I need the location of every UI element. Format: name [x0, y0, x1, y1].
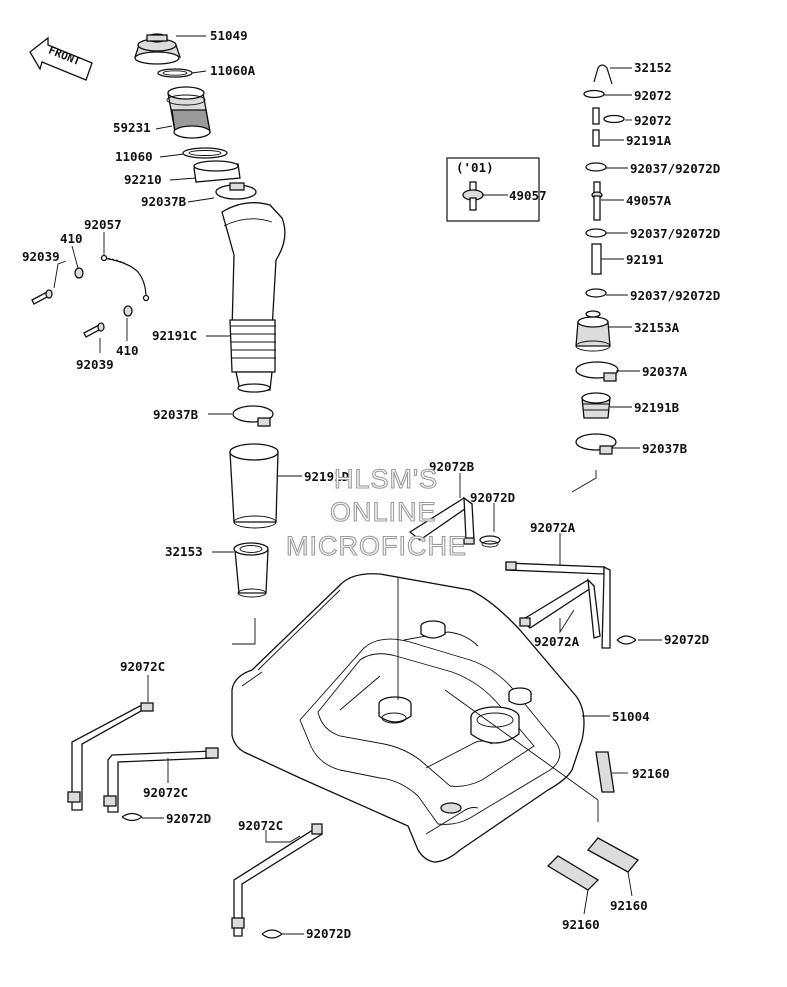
- label-92072-second[interactable]: 92072: [634, 113, 672, 128]
- vent-clip-2-part[interactable]: [603, 114, 625, 124]
- label-11060A[interactable]: 11060A: [210, 63, 256, 78]
- label-92037B-mid[interactable]: 92037B: [153, 407, 199, 422]
- label-32153A[interactable]: 32153A: [634, 320, 680, 335]
- label-92039-top[interactable]: 92039: [22, 249, 60, 264]
- watermark: HLSM'S ONLINE MICROFICHE: [285, 463, 467, 561]
- pad-bottom-right-part[interactable]: [586, 837, 640, 873]
- label-92072D-left[interactable]: 92072D: [166, 811, 211, 826]
- label-51049[interactable]: 51049: [210, 28, 248, 43]
- label-92072D-center[interactable]: 92072D: [470, 490, 515, 505]
- label-92037-92072D-third[interactable]: 92037/92072D: [630, 288, 720, 303]
- label-92072D-bottom[interactable]: 92072D: [306, 926, 351, 941]
- label-92037-92072D-second[interactable]: 92037/92072D: [630, 226, 720, 241]
- watermark-line-2: ONLINE: [330, 497, 437, 527]
- vent-filter-part[interactable]: [575, 310, 611, 352]
- variant-box-label: ('01): [456, 160, 494, 175]
- vent-clip-4-part[interactable]: [585, 228, 607, 238]
- label-59231[interactable]: 59231: [113, 120, 151, 135]
- neck-gasket-part[interactable]: [182, 147, 228, 159]
- vent-clip-1-part[interactable]: [583, 89, 605, 99]
- label-92072C-second[interactable]: 92072C: [143, 785, 188, 800]
- variant-box: [446, 157, 540, 222]
- upper-clamp-part[interactable]: [215, 182, 257, 200]
- label-92160-right[interactable]: 92160: [632, 766, 670, 781]
- label-92037-92072D-first[interactable]: 92037/92072D: [630, 161, 720, 176]
- fuel-cap-part[interactable]: [134, 33, 181, 65]
- screw-bottom-part[interactable]: [83, 322, 105, 338]
- vent-leader-line: [571, 470, 597, 493]
- screw-top-part[interactable]: [31, 289, 53, 305]
- strap-92072C-2-part[interactable]: [103, 747, 219, 813]
- clip-center-part[interactable]: [479, 535, 501, 548]
- strap-92072B-part[interactable]: [408, 496, 475, 545]
- strap-92072C-1-part[interactable]: [67, 702, 154, 811]
- pad-bottom-left-part[interactable]: [546, 855, 600, 891]
- label-92072A-top[interactable]: 92072A: [530, 520, 576, 535]
- label-11060[interactable]: 11060: [115, 149, 153, 164]
- vent-clip-5-part[interactable]: [585, 288, 607, 298]
- label-92072D-right[interactable]: 92072D: [664, 632, 709, 647]
- label-92160-bottom-left[interactable]: 92160: [562, 917, 600, 932]
- filler-neck-part[interactable]: [166, 86, 211, 139]
- vent-grommet-part[interactable]: [581, 392, 611, 419]
- part-labels: 51049 11060A 59231 11060 92210 92037B 92…: [22, 28, 720, 941]
- label-92191B[interactable]: 92191B: [634, 400, 680, 415]
- watermark-line-1: HLSM'S: [334, 464, 438, 494]
- pad-right-part[interactable]: [595, 751, 615, 793]
- label-92191[interactable]: 92191: [626, 252, 664, 267]
- label-92160-bottom-right[interactable]: 92160: [610, 898, 648, 913]
- label-92037A[interactable]: 92037A: [642, 364, 688, 379]
- vent-tube-short-part[interactable]: [592, 129, 600, 147]
- leader-lines: [53, 35, 662, 935]
- neck-nut-part[interactable]: [193, 160, 241, 183]
- hose-sleeve-part[interactable]: [229, 443, 279, 529]
- breather-hook-part[interactable]: [593, 64, 613, 85]
- washer-top-part[interactable]: [74, 267, 84, 279]
- strap-92072A-upper-part[interactable]: [505, 561, 611, 649]
- cap-o-ring-part[interactable]: [157, 68, 193, 78]
- clip-bottom-part[interactable]: [261, 929, 283, 939]
- vent-valve-variant-part[interactable]: [462, 181, 484, 211]
- label-49057A[interactable]: 49057A: [626, 193, 672, 208]
- label-92072-first[interactable]: 92072: [634, 88, 672, 103]
- vent-clamp-upper-part[interactable]: [575, 361, 619, 382]
- label-92191A[interactable]: 92191A: [626, 133, 672, 148]
- label-410-top[interactable]: 410: [60, 231, 83, 246]
- vent-tube-part[interactable]: [591, 243, 602, 275]
- fuel-tank-part[interactable]: [231, 573, 599, 863]
- filler-hose-part[interactable]: [221, 202, 286, 393]
- washer-bottom-part[interactable]: [123, 305, 133, 317]
- label-410-bottom[interactable]: 410: [116, 343, 139, 358]
- label-92191D[interactable]: 92191D: [304, 469, 349, 484]
- label-32153[interactable]: 32153: [165, 544, 203, 559]
- vent-clip-3-part[interactable]: [585, 162, 607, 172]
- mid-clamp-part[interactable]: [232, 405, 274, 427]
- label-92210[interactable]: 92210: [124, 172, 162, 187]
- check-valve-part[interactable]: [591, 181, 603, 221]
- label-92072C-first[interactable]: 92072C: [120, 659, 165, 674]
- strap-92072C-3-part[interactable]: [231, 823, 324, 937]
- label-92057[interactable]: 92057: [84, 217, 122, 232]
- watermark-line-3: MICROFICHE: [286, 531, 467, 561]
- clip-right-part[interactable]: [616, 635, 637, 645]
- clip-left-part[interactable]: [121, 812, 143, 822]
- label-92191C[interactable]: 92191C: [152, 328, 197, 343]
- fuel-pipe-part[interactable]: [233, 542, 269, 598]
- ground-strap-part[interactable]: [100, 254, 150, 302]
- label-51004[interactable]: 51004: [612, 709, 650, 724]
- label-92072A-bottom[interactable]: 92072A: [534, 634, 580, 649]
- label-92072C-third[interactable]: 92072C: [238, 818, 283, 833]
- front-arrow-icon: FRONT: [29, 36, 93, 81]
- label-32152[interactable]: 32152: [634, 60, 672, 75]
- vent-tube-short-upper-part[interactable]: [592, 107, 600, 125]
- label-92072B[interactable]: 92072B: [429, 459, 475, 474]
- strap-92072A-lower-part[interactable]: [519, 578, 601, 639]
- label-92037B-right[interactable]: 92037B: [642, 441, 688, 456]
- vent-clamp-lower-part[interactable]: [575, 433, 617, 455]
- label-49057[interactable]: 49057: [509, 188, 547, 203]
- label-92039-bottom[interactable]: 92039: [76, 357, 114, 372]
- label-92037B-top[interactable]: 92037B: [141, 194, 187, 209]
